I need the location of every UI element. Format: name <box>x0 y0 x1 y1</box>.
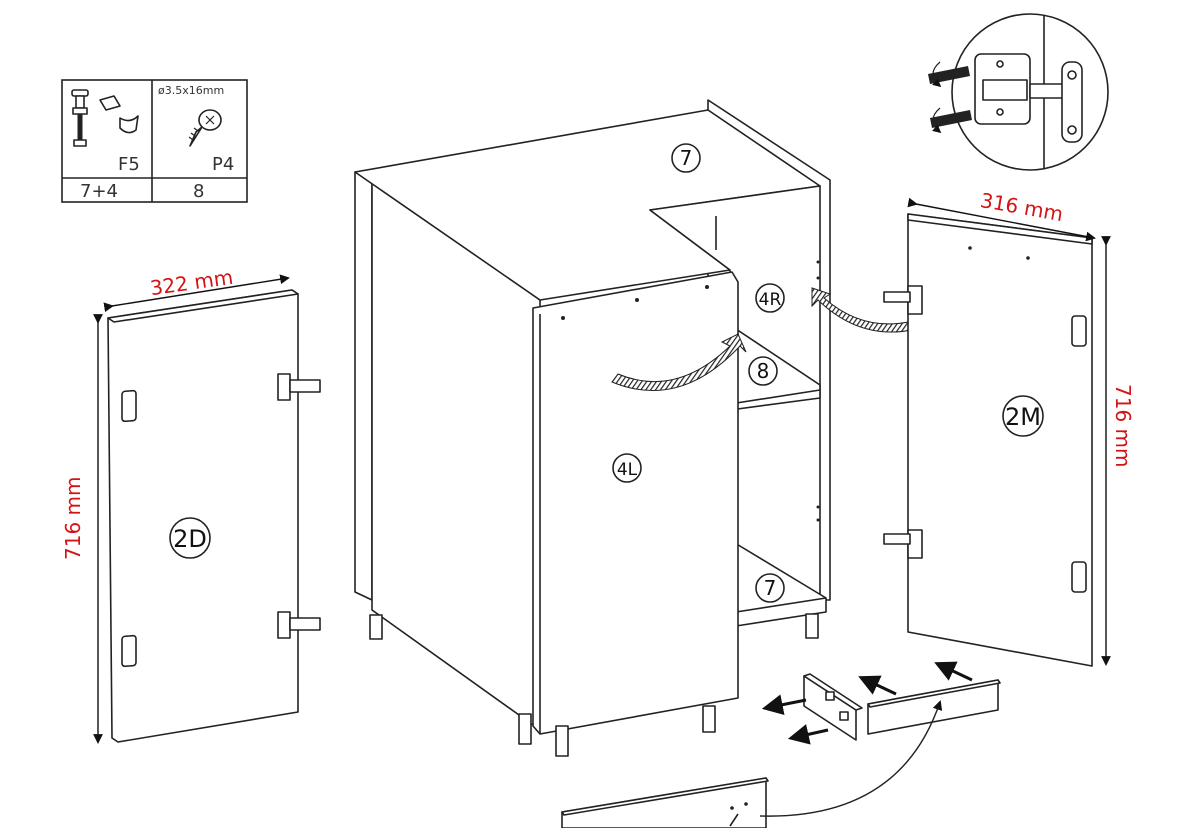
plinth-lower <box>561 777 769 828</box>
hinge-icon <box>277 373 321 639</box>
svg-text:7: 7 <box>680 146 693 170</box>
dim-line-left-width <box>103 274 290 313</box>
svg-text:4R: 4R <box>759 290 782 310</box>
screw-icon <box>188 109 222 147</box>
svg-text:7: 7 <box>764 576 777 600</box>
door-right-2m: 2M <box>883 213 1093 667</box>
cabinet-body <box>354 99 831 757</box>
dim-line-right-width <box>907 197 1096 242</box>
dim-right-width: 316 mm <box>979 188 1065 226</box>
part-label-side-left: 4L <box>612 453 642 483</box>
screwdriver-icon <box>928 61 972 134</box>
adjustable-leg-icon <box>71 89 139 147</box>
plinth-side <box>803 673 863 741</box>
plinth-front <box>867 679 1001 735</box>
assembly-arrow-left <box>611 333 747 392</box>
svg-text:8: 8 <box>757 359 770 383</box>
part-label-side-right: 4R <box>755 283 785 313</box>
door-left-2d: 2D <box>107 289 321 743</box>
hardware-code-p4: P4 <box>212 154 234 175</box>
part-label-shelf: 8 <box>748 356 778 386</box>
hardware-qty-f5: 7+4 <box>80 181 118 202</box>
screw-spec-label: ø3.5x16mm <box>158 84 224 97</box>
part-label-door-left: 2D <box>173 525 207 553</box>
assembly-arrow-right <box>811 287 939 333</box>
cabinet-legs <box>369 613 819 757</box>
side-panel-4l <box>532 271 739 735</box>
hardware-table: ø3.5x16mm F5 P4 7+4 8 <box>61 79 248 203</box>
hardware-code-f5: F5 <box>118 154 140 175</box>
part-label-bottom: 7 <box>755 573 785 603</box>
hardware-qty-p4: 8 <box>193 181 204 202</box>
dim-right-height: 716 mm <box>1111 384 1135 468</box>
svg-text:4L: 4L <box>617 460 638 480</box>
dim-left-width: 322 mm <box>149 265 235 300</box>
plinth-arrows <box>759 661 973 817</box>
hinge-icon <box>883 285 923 559</box>
part-label-door-right: 2M <box>1005 403 1041 431</box>
part-label-top: 7 <box>671 143 701 173</box>
dim-left-height: 716 mm <box>61 477 85 561</box>
hinge-detail <box>928 13 1109 171</box>
